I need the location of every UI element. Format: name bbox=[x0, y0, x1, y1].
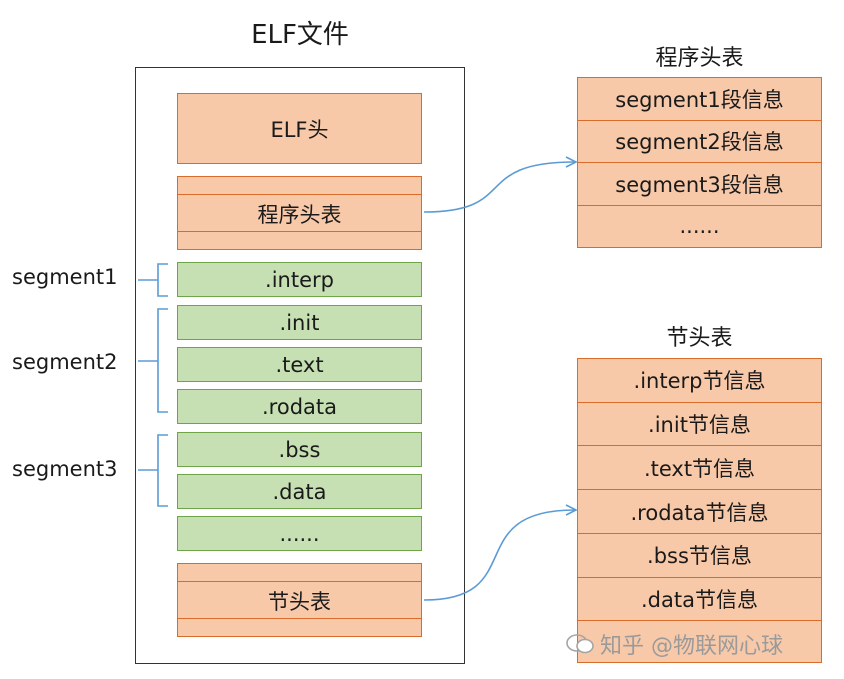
table-row: .rodata节信息 bbox=[578, 490, 821, 534]
table-row: .text节信息 bbox=[578, 446, 821, 491]
section-rodata: .rodata bbox=[177, 389, 422, 424]
section-header-table: .interp节信息 .init节信息 .text节信息 .rodata节信息 … bbox=[577, 358, 822, 663]
watermark-text: 知乎 @物联网心球 bbox=[600, 634, 783, 659]
table-row: .init节信息 bbox=[578, 403, 821, 447]
segment2-label: segment2 bbox=[12, 350, 118, 374]
section-bss: .bss bbox=[177, 432, 422, 467]
section-header-table-title: 节头表 bbox=[666, 326, 733, 351]
segment1-bracket bbox=[138, 263, 168, 297]
segment3-bracket bbox=[138, 434, 168, 507]
program-header-table-label: 程序头表 bbox=[178, 201, 421, 227]
section-data: .data bbox=[177, 474, 422, 509]
table-row: .bss节信息 bbox=[578, 534, 821, 578]
section-more: ...... bbox=[177, 516, 422, 551]
section-header-table-block: 节头表 bbox=[177, 563, 422, 637]
stripe bbox=[178, 581, 421, 582]
table-row: .interp节信息 bbox=[578, 359, 821, 403]
wechat-icon bbox=[566, 634, 594, 654]
stripe bbox=[178, 231, 421, 232]
stripe bbox=[178, 618, 421, 619]
program-header-table-title: 程序头表 bbox=[655, 46, 744, 71]
stripe bbox=[178, 194, 421, 195]
program-header-table-block: 程序头表 bbox=[177, 176, 422, 250]
section-header-table-label: 节头表 bbox=[178, 588, 421, 614]
section-init: .init bbox=[177, 305, 422, 340]
table-row: segment2段信息 bbox=[578, 121, 821, 163]
segment3-label: segment3 bbox=[12, 457, 118, 481]
segment2-bracket bbox=[138, 308, 168, 413]
table-row: segment3段信息 bbox=[578, 163, 821, 206]
table-row: .data节信息 bbox=[578, 578, 821, 622]
section-label: .init bbox=[279, 310, 320, 335]
elf-header-block: ELF头 bbox=[177, 93, 422, 164]
section-label: .interp bbox=[265, 267, 334, 292]
program-header-table: segment1段信息 segment2段信息 segment3段信息 ....… bbox=[577, 77, 822, 248]
watermark: 知乎 @物联网心球 bbox=[566, 628, 783, 660]
table-row: ...... bbox=[679, 214, 720, 239]
section-header-arrow bbox=[423, 510, 575, 601]
section-label: .bss bbox=[278, 437, 321, 462]
elf-header-label: ELF头 bbox=[270, 117, 329, 142]
table-row: segment1段信息 bbox=[578, 78, 821, 121]
section-label: .rodata bbox=[262, 394, 337, 419]
section-label: ...... bbox=[279, 521, 320, 546]
section-interp: .interp bbox=[177, 262, 422, 297]
segment1-label: segment1 bbox=[12, 265, 118, 289]
program-header-arrow bbox=[423, 162, 575, 213]
section-text: .text bbox=[177, 347, 422, 382]
section-label: .data bbox=[272, 479, 327, 504]
elf-file-title: ELF文件 bbox=[251, 20, 349, 50]
section-label: .text bbox=[275, 352, 324, 377]
